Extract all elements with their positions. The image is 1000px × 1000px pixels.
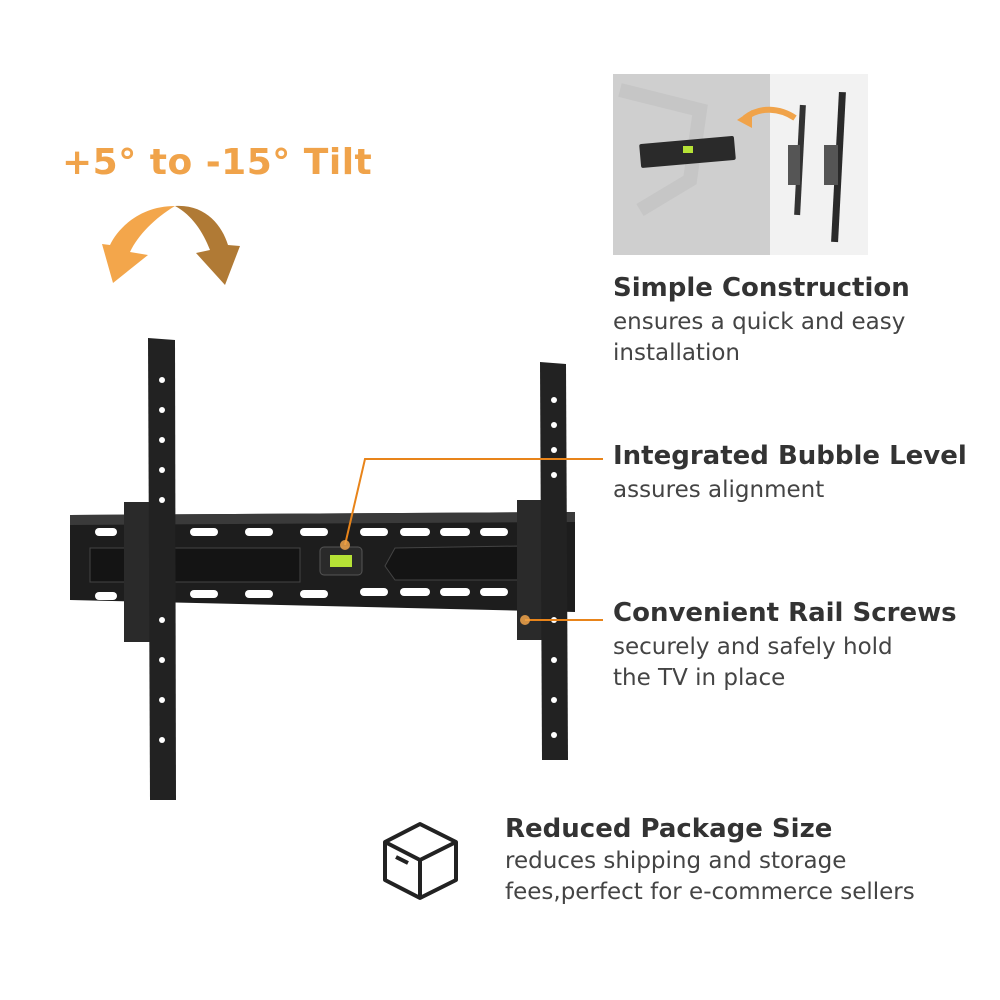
installation-photo (613, 74, 868, 255)
tilt-arrows-icon (102, 205, 240, 285)
feature-desc-line: ensures a quick and easy (613, 309, 906, 335)
feature-desc-line: assures alignment (613, 477, 825, 503)
feature-title: Convenient Rail Screws (613, 598, 957, 628)
feature-desc-line: the TV in place (613, 665, 786, 691)
feature-desc-line: securely and safely hold (613, 634, 893, 660)
bubble-level-icon (330, 555, 352, 567)
feature-title: Reduced Package Size (505, 814, 833, 844)
feature-bubble-level: Integrated Bubble Level assures alignmen… (613, 441, 967, 506)
feature-desc-line: fees,perfect for e-commerce sellers (505, 879, 915, 905)
feature-simple-construction: Simple Construction ensures a quick and … (613, 273, 910, 369)
package-box-icon (383, 822, 458, 900)
feature-desc-line: installation (613, 340, 740, 366)
feature-desc-line: reduces shipping and storage (505, 848, 847, 874)
feature-title: Integrated Bubble Level (613, 441, 967, 471)
tv-mount-image (70, 338, 575, 800)
feature-title: Simple Construction (613, 273, 910, 303)
tilt-range-label: +5° to -15° Tilt (62, 142, 373, 183)
feature-rail-screws: Convenient Rail Screws securely and safe… (613, 598, 957, 694)
feature-package-size: Reduced Package Size reduces shipping an… (505, 814, 915, 908)
callout-lines (344, 458, 603, 621)
